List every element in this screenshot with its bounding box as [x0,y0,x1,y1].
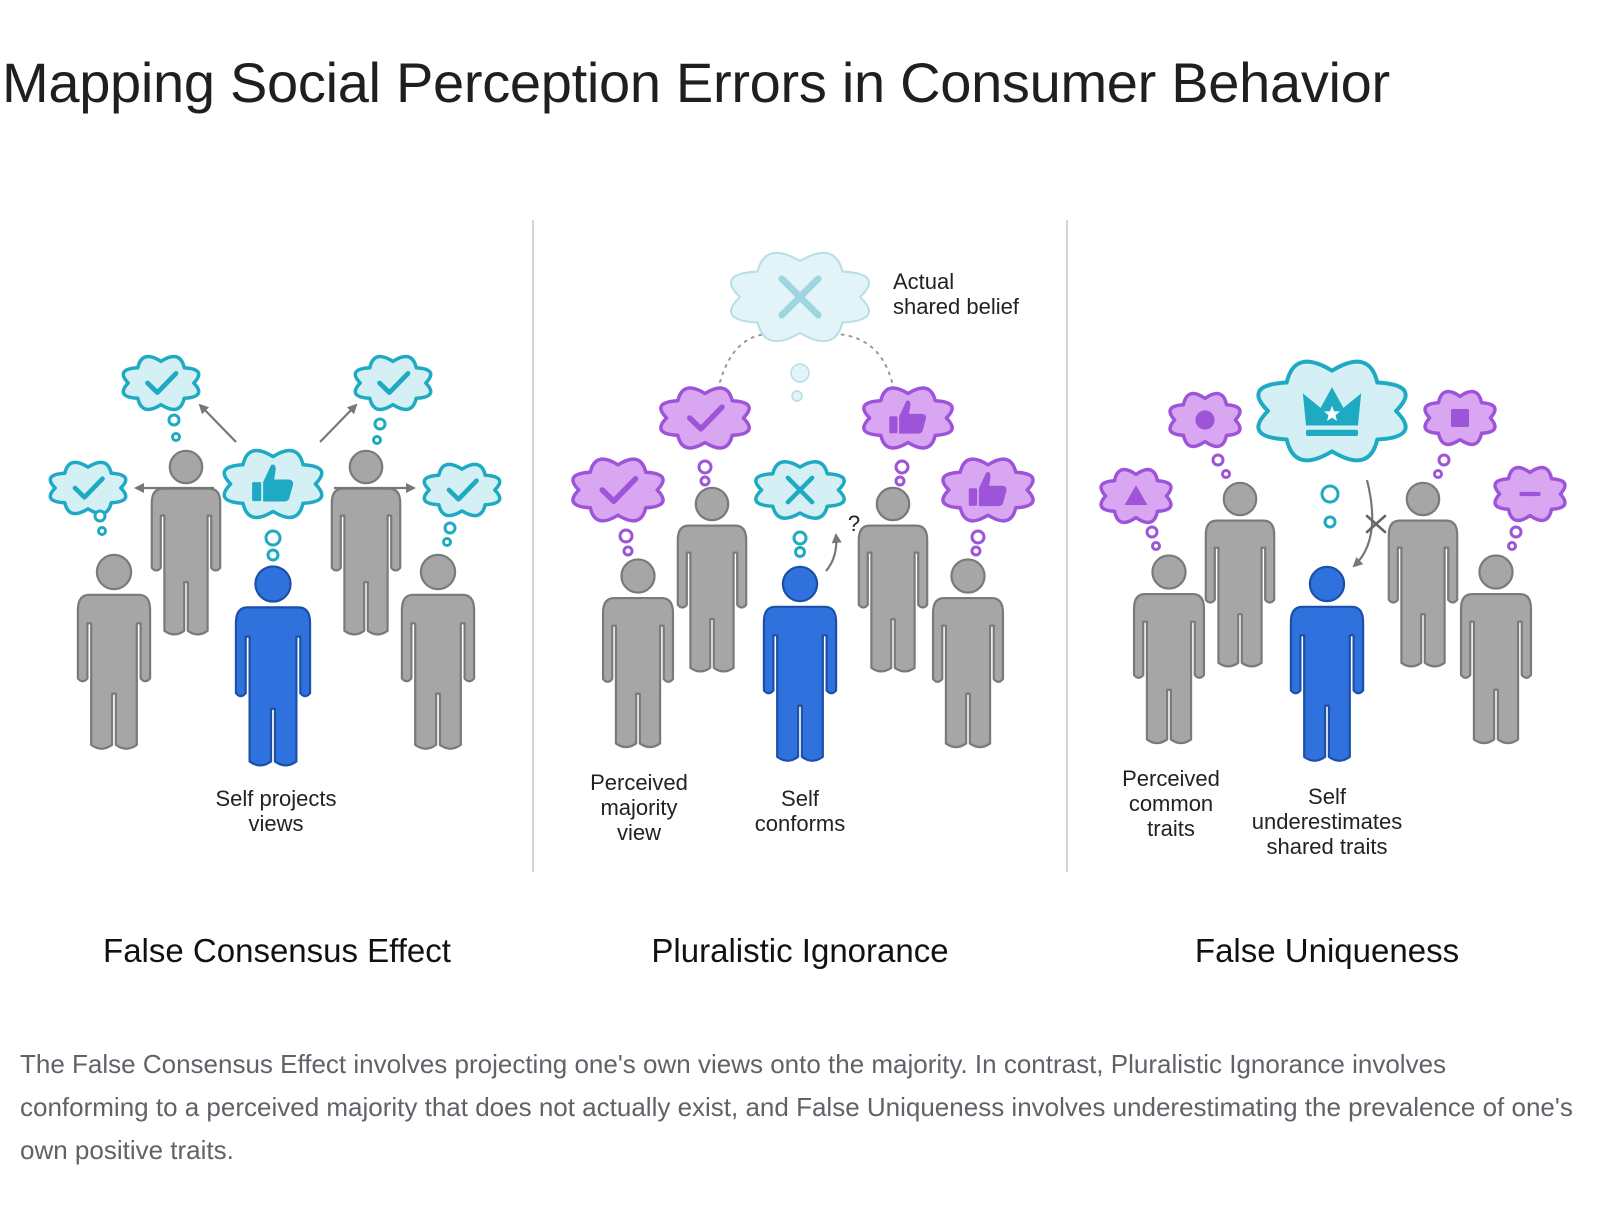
blocked-mark [1365,514,1387,534]
label-perceived-common-traits: traits [1147,816,1195,841]
label-perceived-majority-view: Perceived [590,770,688,795]
label-actual-shared-belief: Actual [893,269,954,294]
self-figure [234,565,312,767]
self-figure [1289,565,1365,762]
thought-bubble [48,460,128,536]
dotted-connector [821,332,893,383]
thumbs-up-icon [889,400,926,434]
self-thought-bubble [1256,359,1408,529]
cross-icon [785,475,815,505]
thought-bubble [862,386,954,487]
label-perceived-common-traits: Perceived [1122,766,1220,791]
crown-icon [1302,387,1362,436]
label-actual-shared-belief: shared belief [893,294,1020,319]
other-person-figure [1387,481,1459,668]
triangle-icon [1124,485,1148,505]
label-self-underestimates-shared-traits: Self [1308,784,1347,809]
circle-icon [1195,410,1215,430]
other-person-figure [400,553,476,750]
arrow-icon [1352,479,1374,568]
label-self-underestimates-shared-traits: shared traits [1266,834,1387,859]
self-thought-bubble [222,448,324,562]
panel-title-false-consensus: False Consensus Effect [103,932,451,969]
thought-bubble [659,386,751,487]
other-person-figure [150,449,222,636]
other-person-figure [330,449,402,636]
other-person-figure [857,486,929,673]
check-icon [145,371,179,395]
self-thought-bubble [754,460,846,558]
other-person-figure [601,558,675,749]
arrow-icon [825,533,842,572]
thumbs-up-icon [252,464,294,502]
check-icon [686,404,725,432]
panel-title-pluralistic-ignorance: Pluralistic Ignorance [651,932,948,969]
thought-bubble [1493,465,1567,551]
actual-belief-bubble [730,251,870,402]
thought-bubble [121,354,201,442]
label-perceived-majority-view: majority [600,795,677,820]
check-icon [72,476,105,500]
thought-bubble [1099,467,1173,551]
arrow-icon [198,403,237,443]
perception-errors-diagram: Self projectsviewsPerceivedmajorityviewS… [48,220,1567,969]
minus-icon [1519,491,1541,497]
question-mark-label: ? [848,511,860,536]
other-person-figure [676,486,748,673]
thought-bubble [571,457,665,557]
caption: The False Consensus Effect involves proj… [20,1049,1573,1165]
check-icon [446,478,479,502]
thought-bubble [941,457,1035,557]
square-icon [1451,409,1469,427]
label-perceived-common-traits: common [1129,791,1213,816]
page-title: Mapping Social Perception Errors in Cons… [2,51,1390,114]
thought-bubble [1423,389,1497,479]
thumbs-up-icon [968,472,1007,507]
self-figure [762,565,838,762]
other-person-figure [931,558,1005,749]
label-self-projects-views: Self projects [215,786,336,811]
label-self-conforms: conforms [755,811,845,836]
arrow-icon [319,403,358,443]
cross-icon [778,275,822,319]
dotted-connector [719,332,779,383]
other-person-figure [1132,554,1206,745]
thought-bubble [422,462,502,547]
label-self-conforms: Self [781,786,820,811]
other-person-figure [76,553,152,750]
other-person-figure [1204,481,1276,668]
label-perceived-majority-view: view [617,820,661,845]
check-icon [599,476,639,504]
label-self-projects-views: views [248,811,303,836]
thought-bubble [353,354,433,445]
panel-title-false-uniqueness: False Uniqueness [1195,932,1459,969]
check-icon [377,371,411,395]
thought-bubble [1168,391,1242,479]
other-person-figure [1459,554,1533,745]
label-self-underestimates-shared-traits: underestimates [1252,809,1402,834]
